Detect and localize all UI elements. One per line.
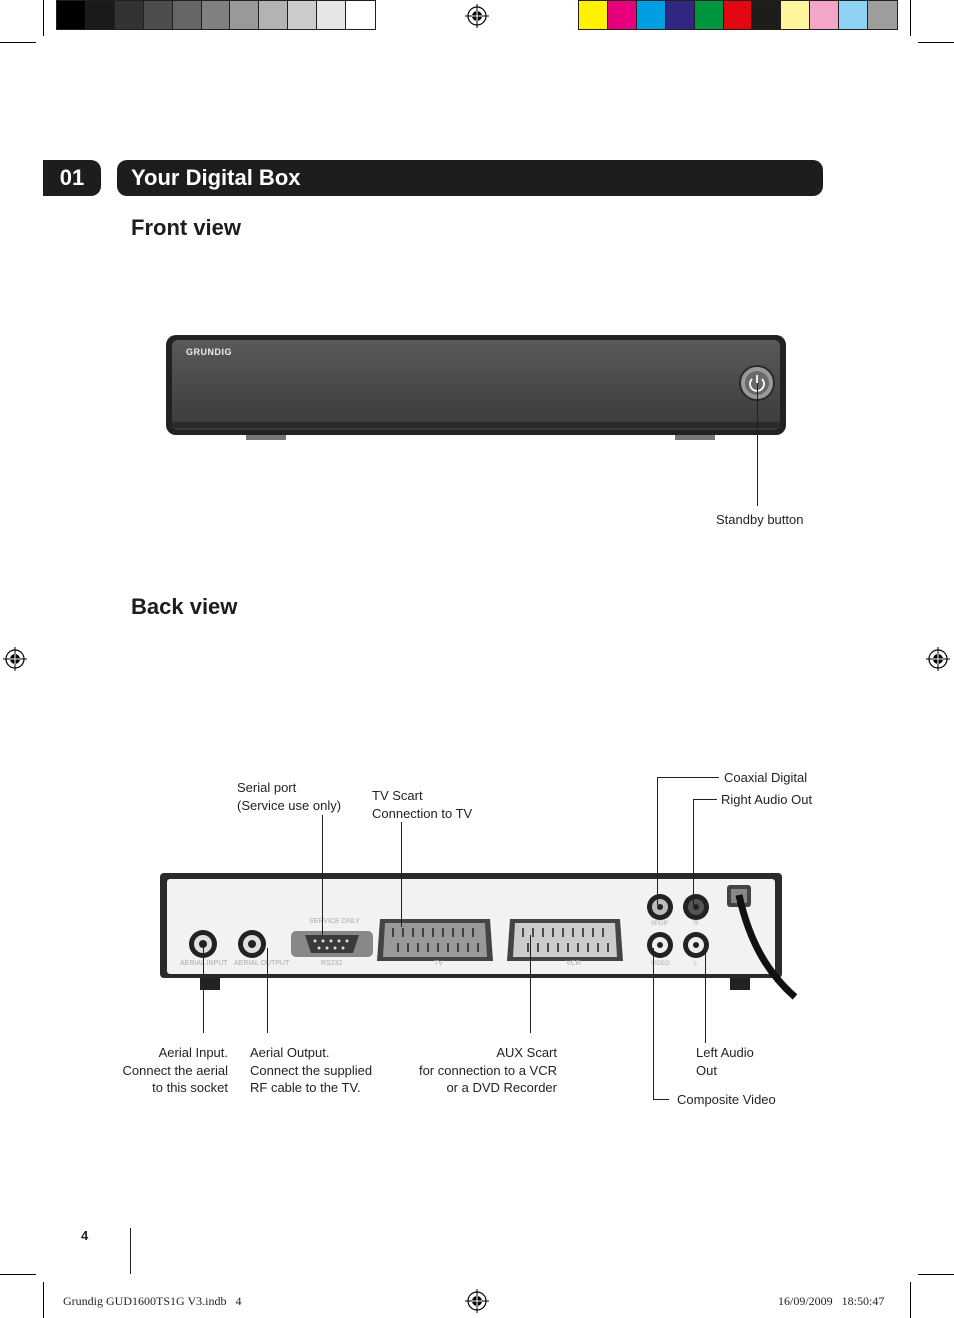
grey-swatch — [230, 1, 260, 29]
composite-leader-v — [653, 948, 654, 1100]
serial-callout-line1: Serial port — [237, 780, 297, 795]
grey-swatch — [143, 1, 173, 29]
right-audio-leader-h — [693, 799, 717, 800]
left-audio-leader — [705, 948, 706, 1043]
grey-swatch — [85, 1, 115, 29]
aux-line2: for connection to a VCR — [418, 1062, 557, 1078]
panel-label-vcr: VCR — [566, 960, 581, 967]
grey-swatch — [114, 1, 144, 29]
footer-timestamp: 16/09/2009 18:50:47 — [778, 1294, 885, 1308]
registration-mark-icon — [465, 1289, 489, 1313]
panel-label-rs232: RS232 — [321, 960, 343, 967]
grey-swatch — [288, 1, 318, 29]
grey-swatch — [317, 1, 347, 29]
left-audio-line2: Out — [696, 1062, 717, 1078]
serial-leader-line — [322, 815, 323, 935]
aerial-out-line2: Connect the supplied — [250, 1062, 373, 1078]
aerial-out-leader — [267, 948, 268, 1033]
page-number-divider — [130, 1228, 131, 1274]
composite-callout: Composite Video — [677, 1092, 776, 1107]
aerial-out-line3: RF cable to the TV. — [250, 1080, 361, 1095]
color-swatch — [752, 1, 782, 29]
panel-label-r: R — [694, 921, 699, 927]
back-view-heading: Back view — [131, 594, 238, 619]
grey-swatch — [259, 1, 289, 29]
color-swatch — [781, 1, 811, 29]
aerial-out-callout: Aerial Output. Connect the supplied RF c… — [250, 1044, 372, 1097]
aerial-in-leader — [203, 948, 204, 1033]
coaxial-leader-h — [657, 777, 719, 778]
color-swatch — [868, 1, 897, 29]
aux-leader — [530, 935, 531, 1033]
coaxial-callout: Coaxial Digital — [724, 770, 808, 785]
color-swatch — [723, 1, 753, 29]
grey-swatch — [201, 1, 231, 29]
panel-label-tv: TV — [434, 960, 443, 967]
aerial-in-line2: Connect the aerial — [122, 1062, 228, 1078]
registration-mark-icon — [465, 4, 489, 28]
chapter-number: 01 — [43, 160, 101, 196]
right-audio-leader-v — [693, 799, 694, 905]
aerial-out-line1: Aerial Output. — [250, 1045, 330, 1060]
panel-label-aerial-output: AERIAL OUTPUT — [234, 960, 290, 967]
standby-callout: Standby button — [716, 512, 804, 527]
color-swatch — [665, 1, 695, 29]
color-swatch — [810, 1, 840, 29]
tvscart-leader-line — [401, 822, 402, 927]
panel-label-l: L — [694, 961, 698, 967]
aux-callout: AUX Scart for connection to a VCR or a D… — [407, 1044, 557, 1097]
grey-swatch — [57, 1, 86, 29]
front-view-heading: Front view — [131, 215, 242, 240]
grey-calibration-strip — [56, 0, 376, 30]
aerial-in-line3: to this socket — [152, 1080, 228, 1095]
panel-label-video: VIDEO — [651, 961, 670, 967]
serial-callout: Serial port (Service use only) — [237, 779, 341, 814]
front-view-illustration — [166, 335, 786, 440]
aux-line3: or a DVD Recorder — [446, 1080, 557, 1095]
tvscart-callout-line1: TV Scart — [372, 788, 423, 803]
color-calibration-strip — [578, 0, 898, 30]
registration-mark-icon — [926, 647, 950, 671]
composite-leader-h — [653, 1099, 669, 1100]
color-swatch — [694, 1, 724, 29]
brand-logo: GRUNDIG — [186, 347, 232, 357]
grey-swatch — [346, 1, 375, 29]
panel-label-service-only: SERVICE ONLY — [309, 918, 361, 925]
grey-swatch — [172, 1, 202, 29]
panel-label-spdif: SPDIF — [651, 921, 669, 927]
aerial-in-callout: Aerial Input. Connect the aerial to this… — [110, 1044, 228, 1097]
footer-file-slug: Grundig GUD1600TS1G V3.indb 4 — [63, 1294, 242, 1308]
color-swatch — [579, 1, 608, 29]
aux-line1: AUX Scart — [496, 1045, 557, 1060]
page-number: 4 — [81, 1228, 89, 1243]
aerial-in-line1: Aerial Input. — [158, 1045, 228, 1060]
color-swatch — [636, 1, 666, 29]
left-audio-callout: Left Audio Out — [696, 1044, 754, 1079]
color-swatch — [607, 1, 637, 29]
right-audio-callout: Right Audio Out — [721, 792, 813, 807]
standby-leader-line — [757, 383, 758, 506]
coaxial-leader-v — [657, 777, 658, 905]
chapter-title-bar — [117, 160, 823, 196]
tvscart-callout: TV Scart Connection to TV — [372, 787, 472, 822]
color-swatch — [839, 1, 869, 29]
left-audio-line1: Left Audio — [696, 1045, 754, 1060]
registration-mark-icon — [3, 647, 27, 671]
serial-callout-line2: (Service use only) — [237, 797, 342, 813]
back-view-illustration — [160, 873, 798, 1000]
chapter-title: Your Digital Box — [131, 165, 301, 190]
tvscart-callout-line2: Connection to TV — [372, 805, 473, 821]
